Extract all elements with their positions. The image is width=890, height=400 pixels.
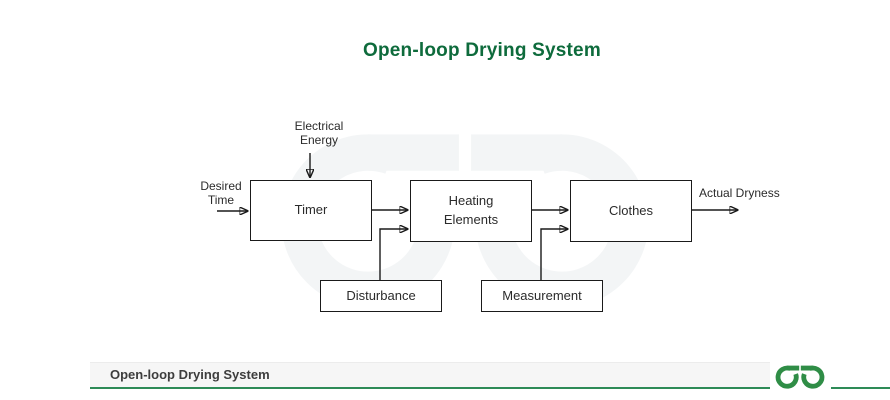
block-disturbance-label: Disturbance: [346, 287, 416, 303]
block-clothes: Clothes: [570, 180, 692, 242]
footer-caption: Open-loop Drying System: [110, 367, 270, 382]
block-measurement: Measurement: [481, 280, 603, 312]
geeksforgeeks-logo-icon: [773, 360, 827, 390]
block-clothes-label: Clothes: [608, 202, 654, 218]
label-actual-dryness: Actual Dryness: [699, 186, 780, 200]
footer-band: [90, 362, 770, 389]
block-heating-elements-label: Heating Elements: [443, 193, 499, 227]
arrow-disturbance-to-heating: [379, 229, 408, 280]
block-heating-elements: Heating Elements: [410, 180, 532, 242]
label-electrical-energy: Electrical Energy: [294, 119, 344, 147]
footer-divider-left: [90, 387, 770, 389]
label-desired-time: Desired Time: [200, 179, 242, 207]
page-title: Open-loop Drying System: [363, 40, 601, 61]
block-disturbance: Disturbance: [320, 280, 442, 312]
block-timer-label: Timer: [294, 202, 328, 218]
footer-divider-right: [831, 387, 890, 389]
block-measurement-label: Measurement: [502, 287, 582, 303]
block-timer: Timer: [250, 180, 372, 241]
arrow-measurement-to-clothes: [540, 229, 568, 280]
